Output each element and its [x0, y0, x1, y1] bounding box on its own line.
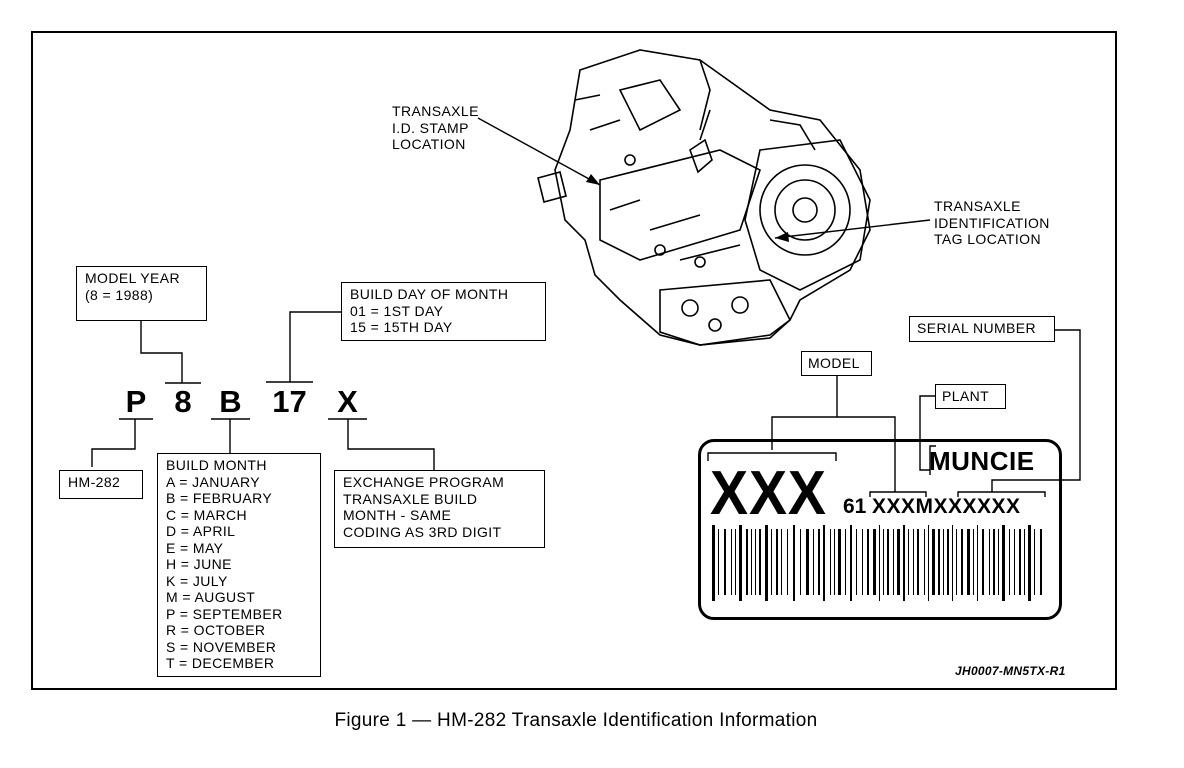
barcode-bar: [917, 529, 919, 595]
barcode-bar: [973, 529, 974, 595]
barcode-bar: [1014, 529, 1015, 595]
code-char-4: 17: [272, 384, 307, 419]
barcode-bar: [883, 529, 884, 595]
barcode-bar: [731, 529, 732, 595]
barcode-bar: [776, 529, 778, 595]
figure-caption: Figure 1 — HM-282 Transaxle Identificati…: [334, 710, 818, 731]
serial-prefix: 61: [843, 495, 867, 518]
id-tag-callout: TRANSAXLE IDENTIFICATION TAG LOCATION: [934, 198, 1050, 247]
barcode-bar: [961, 529, 963, 595]
barcode-bar: [862, 529, 863, 595]
plant-label: PLANT: [935, 384, 1006, 409]
barcode-bar: [718, 529, 719, 595]
barcode-bar: [938, 529, 940, 595]
barcode: [712, 525, 1042, 601]
serial-code: XXXMXXXXXX: [872, 495, 1021, 518]
figure-id: JH0007-MN5TX-R1: [955, 664, 1066, 678]
model-label: MODEL: [801, 351, 872, 376]
model-year-box: MODEL YEAR (8 = 1988): [76, 266, 207, 321]
identification-tag: [698, 439, 1062, 620]
barcode-bar: [751, 529, 752, 595]
barcode-bar: [856, 529, 857, 595]
barcode-bar: [1034, 529, 1035, 595]
code-char-2: 8: [174, 384, 192, 419]
barcode-bar: [903, 525, 905, 601]
barcode-bar: [928, 525, 929, 601]
barcode-bar: [850, 525, 852, 601]
build-day-box: BUILD DAY OF MONTH 01 = 1ST DAY 15 = 15T…: [341, 282, 546, 341]
barcode-bar: [879, 525, 880, 601]
barcode-bar: [952, 525, 953, 601]
barcode-bar: [1002, 525, 1005, 601]
diagram-frame: [31, 31, 1117, 690]
barcode-bar: [897, 529, 900, 595]
barcode-bar: [998, 529, 999, 595]
barcode-bar: [967, 529, 970, 595]
barcode-bar: [759, 529, 761, 595]
barcode-bar: [1009, 529, 1010, 595]
code-char-3: B: [219, 384, 242, 419]
barcode-bar: [956, 529, 957, 595]
barcode-bar: [787, 529, 788, 595]
barcode-bar: [845, 529, 846, 595]
barcode-bar: [989, 529, 990, 595]
barcode-bar: [793, 525, 795, 601]
build-month-box: BUILD MONTH A = JANUARY B = FEBRUARY C =…: [157, 453, 321, 677]
barcode-bar: [932, 529, 935, 595]
barcode-bar: [1019, 529, 1021, 595]
barcode-bar: [867, 529, 869, 595]
barcode-bar: [818, 529, 820, 595]
barcode-bar: [1028, 525, 1031, 601]
plant-name: MUNCIE: [929, 446, 1035, 476]
barcode-bar: [838, 529, 841, 595]
exchange-program-box: EXCHANGE PROGRAM TRANSAXLE BUILD MONTH -…: [334, 470, 545, 548]
barcode-bar: [993, 529, 995, 595]
barcode-bar: [1040, 529, 1042, 595]
barcode-bar: [943, 529, 944, 595]
barcode-bar: [913, 529, 914, 595]
model-code: XXX: [710, 459, 827, 528]
barcode-bar: [755, 529, 756, 595]
id-stamp-callout: TRANSAXLE I.D. STAMP LOCATION: [392, 103, 479, 152]
barcode-bar: [982, 529, 984, 595]
barcode-bar: [908, 529, 909, 595]
barcode-bar: [771, 529, 772, 595]
barcode-bar: [823, 525, 825, 601]
barcode-bar: [887, 529, 889, 595]
barcode-bar: [739, 525, 742, 601]
barcode-bar: [746, 529, 748, 595]
barcode-bar: [834, 529, 835, 595]
barcode-bar: [724, 529, 726, 595]
hm282-box: HM-282: [59, 470, 143, 499]
barcode-bar: [830, 529, 831, 595]
barcode-bar: [765, 525, 768, 601]
barcode-bar: [977, 525, 978, 601]
barcode-bar: [735, 529, 736, 595]
barcode-bar: [813, 529, 814, 595]
barcode-bar: [806, 529, 809, 595]
barcode-bar: [924, 529, 925, 595]
code-char-5: X: [337, 384, 358, 419]
barcode-bar: [873, 529, 876, 595]
barcode-bar: [800, 529, 801, 595]
barcode-bar: [712, 525, 715, 601]
barcode-bar: [781, 529, 782, 595]
code-char-1: P: [125, 384, 147, 419]
barcode-bar: [893, 529, 894, 595]
serial-number-label: SERIAL NUMBER: [909, 316, 1055, 342]
barcode-bar: [1024, 529, 1025, 595]
barcode-bar: [947, 529, 949, 595]
